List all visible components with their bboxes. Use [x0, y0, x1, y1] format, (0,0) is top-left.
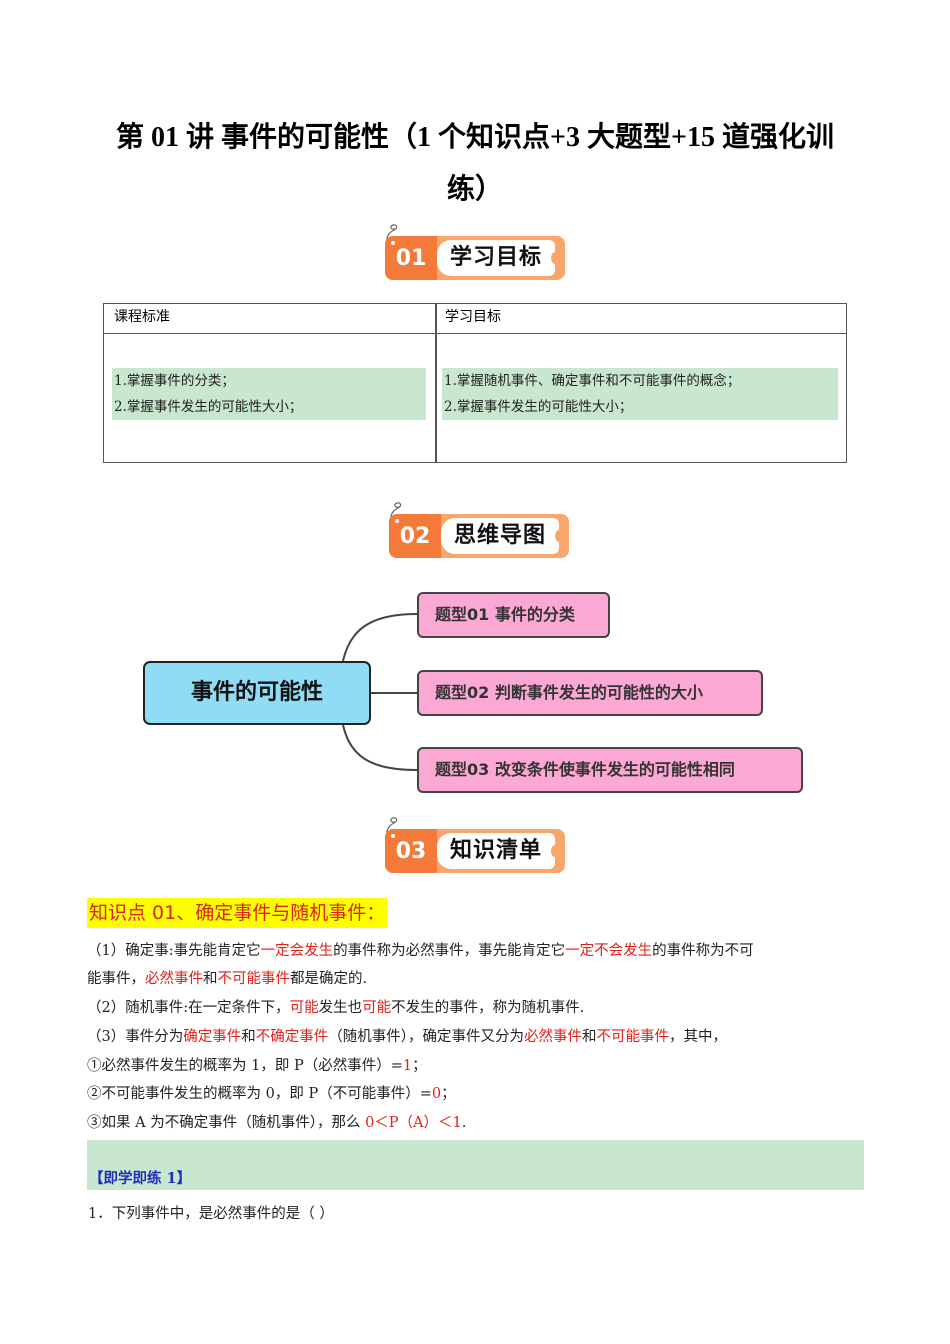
text: （2）随机事件:在一定条件下， — [87, 1000, 290, 1016]
emphasis-text: 不可能事件 — [596, 1029, 669, 1045]
emphasis-text: 0 — [431, 1086, 442, 1102]
section-label: 思维导图 — [441, 518, 559, 554]
text: 和 — [581, 1029, 597, 1045]
text: 的事件称为必然事件，事先能肯定它 — [333, 943, 566, 959]
paragraph-3: （3）事件分为确定事件和不确定事件（随机事件），确定事件又分为必然事件和不可能事… — [87, 1027, 727, 1047]
text: ②不可能事件发生的概率为 0，即 P（不可能事件）= — [87, 1086, 432, 1102]
badge-notch — [551, 252, 559, 264]
knowledge-point-title: 知识点 01、确定事件与随机事件： — [87, 898, 388, 928]
paragraph-5: ②不可能事件发生的概率为 0，即 P（不可能事件）=0； — [87, 1084, 456, 1104]
page-title-line-2: 练） — [446, 174, 503, 205]
text: . — [461, 1115, 467, 1131]
section-badge-03: 03 知识清单 — [380, 815, 570, 875]
emphasis-text: 必然事件 — [145, 971, 203, 987]
paragraph-6: ③如果 A 为不确定事件（随机事件），那么 0＜P（A）＜1. — [87, 1113, 466, 1133]
page-title-line-1: 第 01 讲 事件的可能性（1 个知识点+3 大题型+15 道强化训 — [116, 122, 834, 153]
course-standard-item: 1.掌握事件的分类； — [114, 373, 235, 389]
curl-ribbon-icon — [386, 817, 398, 836]
text: 都是确定的. — [290, 971, 368, 987]
header-learning-goals: 学习目标 — [445, 309, 501, 325]
text: ； — [412, 1058, 427, 1074]
paragraph-1-line-2: 能事件，必然事件和不可能事件都是确定的. — [87, 969, 367, 989]
section-label: 学习目标 — [437, 240, 555, 276]
section-badge-01: 01 学习目标 — [380, 222, 570, 282]
paragraph-4: ①必然事件发生的概率为 1，即 P（必然事件）=1； — [87, 1056, 427, 1076]
emphasis-text: 可能 — [362, 1000, 392, 1016]
badge-notch — [551, 845, 559, 857]
mind-map-root: 事件的可能性 — [143, 661, 371, 725]
practice-highlight-band — [87, 1140, 864, 1190]
learning-goal-item: 1.掌握随机事件、确定事件和不可能事件的概念； — [444, 373, 741, 389]
paragraph-1-line-1: （1）确定事:事先能肯定它一定会发生的事件称为必然事件，事先能肯定它一定不会发生… — [87, 941, 754, 961]
paragraph-2: （2）随机事件:在一定条件下，可能发生也可能不发生的事件，称为随机事件. — [87, 998, 584, 1018]
learning-goals-cell: 1.掌握随机事件、确定事件和不可能事件的概念； 2.掌握事件发生的可能性大小； — [442, 368, 838, 420]
emphasis-text: 可能 — [289, 1000, 319, 1016]
emphasis-text: 一定会发生 — [260, 943, 334, 959]
section-label: 知识清单 — [437, 833, 555, 869]
emphasis-text: 不可能事件 — [217, 971, 291, 987]
text: ，其中， — [668, 1029, 727, 1045]
practice-question: 1．下列事件中，是必然事件的是（ ） — [88, 1206, 334, 1222]
emphasis-text: 不确定事件 — [255, 1029, 329, 1045]
curl-ribbon-icon — [386, 224, 398, 243]
course-standard-cell: 1.掌握事件的分类； 2.掌握事件发生的可能性大小； — [112, 368, 426, 420]
emphasis-text: 一定不会发生 — [565, 943, 653, 959]
emphasis-text: 必然事件 — [523, 1029, 582, 1045]
header-course-standard: 课程标准 — [114, 309, 170, 325]
section-number: 01 — [385, 236, 437, 280]
page-title: 第 01 讲 事件的可能性（1 个知识点+3 大题型+15 道强化训 练） — [95, 112, 855, 216]
emphasis-text: 0＜P（A）＜1 — [365, 1115, 462, 1131]
text: 能事件， — [87, 971, 145, 987]
mind-map-node-02: 题型02 判断事件发生的可能性的大小 — [417, 670, 763, 716]
text: （随机事件），确定事件又分为 — [328, 1029, 524, 1045]
text: （1）确定事:事先能肯定它 — [87, 943, 261, 959]
text: 不发生的事件，称为随机事件. — [391, 1000, 585, 1016]
practice-label: 【即学即练 1】 — [89, 1170, 192, 1187]
text: 和 — [203, 971, 218, 987]
course-standard-item: 2.掌握事件发生的可能性大小； — [114, 399, 303, 415]
curl-ribbon-icon — [390, 502, 402, 521]
table-header-row — [104, 304, 846, 334]
emphasis-text: 1 — [402, 1058, 413, 1074]
section-number: 02 — [389, 514, 441, 558]
section-number: 03 — [385, 829, 437, 873]
section-badge-02: 02 思维导图 — [384, 500, 574, 560]
mind-map-node-03: 题型03 改变条件使事件发生的可能性相同 — [417, 747, 803, 793]
learning-goal-item: 2.掌握事件发生的可能性大小； — [444, 399, 633, 415]
emphasis-text: 确定事件 — [183, 1029, 242, 1045]
text: 的事件称为不可 — [652, 943, 754, 959]
text: 和 — [241, 1029, 256, 1045]
learning-goals-table: 课程标准 学习目标 1.掌握事件的分类； 2.掌握事件发生的可能性大小； 1.掌… — [103, 303, 847, 463]
text: ； — [441, 1086, 456, 1102]
badge-notch — [555, 530, 563, 542]
text: ①必然事件发生的概率为 1，即 P（必然事件）= — [87, 1058, 403, 1074]
table-column-divider — [435, 304, 437, 462]
mind-map-node-01: 题型01 事件的分类 — [417, 592, 610, 638]
text: ③如果 A 为不确定事件（随机事件），那么 — [87, 1115, 366, 1131]
text: 发生也 — [318, 1000, 363, 1016]
text: （3）事件分为 — [87, 1029, 184, 1045]
